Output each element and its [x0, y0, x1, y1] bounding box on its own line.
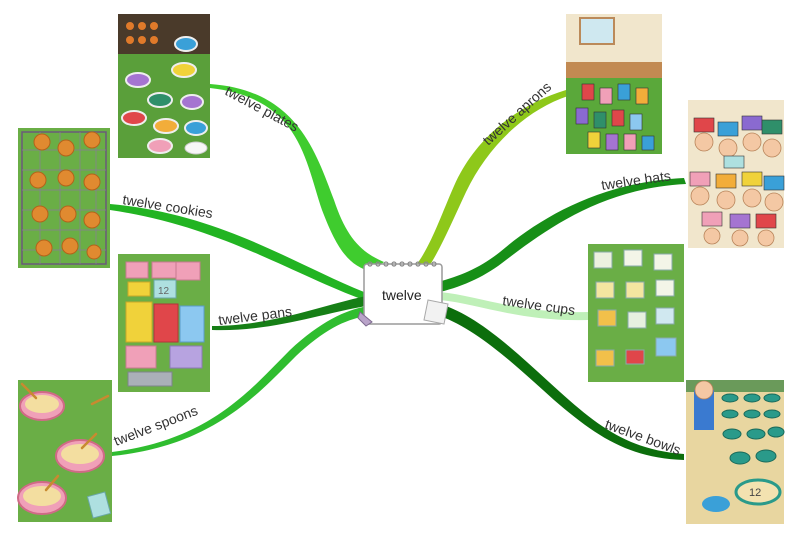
branch-cups — [440, 292, 588, 321]
branch-pans — [212, 296, 366, 331]
hats-illustration — [688, 100, 785, 248]
cup-icon — [593, 251, 613, 269]
branch-plates — [210, 84, 384, 272]
pencil-icon — [357, 311, 373, 327]
pan-icon — [125, 301, 153, 343]
center-label: twelve — [382, 287, 422, 303]
center-node[interactable]: twelve — [357, 261, 449, 327]
spoon-icon — [20, 382, 38, 400]
plates-illustration — [118, 14, 210, 158]
cookies-illustration — [18, 128, 110, 268]
label-aprons: twelve aprons — [479, 79, 554, 149]
paper-curl-icon — [423, 299, 449, 325]
branch-bowls — [440, 304, 684, 460]
label-plates: twelve plates — [223, 83, 302, 135]
hat-icon — [693, 117, 715, 133]
cups-illustration — [588, 244, 684, 382]
bowl-icon — [734, 478, 782, 506]
notepad-sheet — [363, 263, 443, 325]
branch-cookies — [110, 204, 364, 300]
branch-spoons — [112, 306, 368, 456]
cookie-icon — [33, 133, 51, 151]
label-spoons: twelve spoons — [111, 402, 200, 449]
pans-illustration: 12 — [118, 254, 210, 392]
bowls-illustration: 12 — [686, 380, 785, 524]
branches — [110, 84, 686, 460]
aprons-illustration — [566, 14, 662, 154]
branch-hats — [438, 178, 686, 292]
spiral-binding — [367, 261, 437, 267]
pan-number: 12 — [158, 286, 170, 297]
branch-aprons — [414, 90, 568, 268]
plate-icon — [174, 36, 198, 52]
apron-icon — [581, 83, 595, 101]
spoons-illustration — [17, 380, 112, 522]
bowl-number: 12 — [749, 487, 761, 499]
